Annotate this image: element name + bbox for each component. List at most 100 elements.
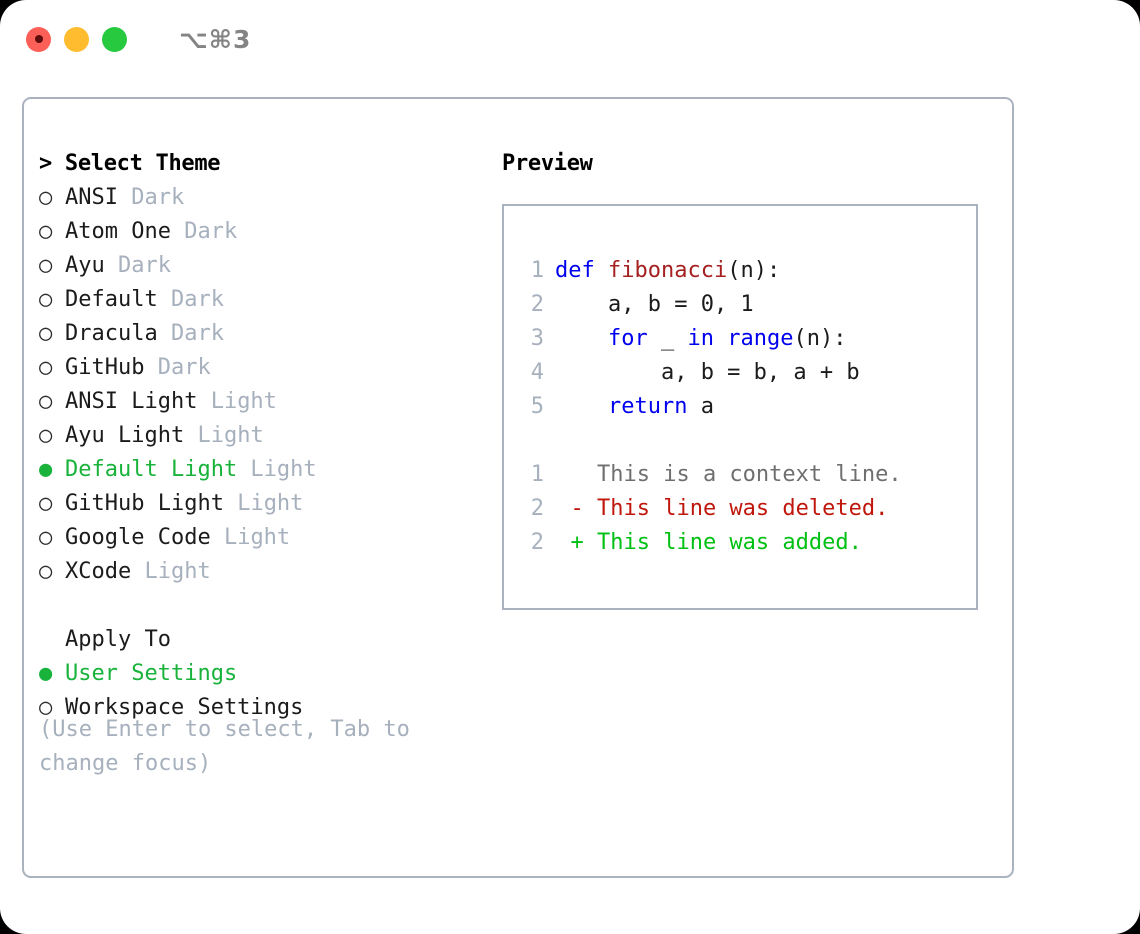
code-token: (n):	[727, 258, 781, 283]
radio-unselected-icon: ○	[39, 559, 53, 584]
theme-name: ANSI	[65, 185, 118, 210]
diff-text: + This line was added.	[544, 530, 862, 555]
line-number: 2	[530, 496, 544, 521]
hint-text: (Use Enter to select, Tab to change focu…	[39, 717, 410, 776]
line-number: 5	[530, 394, 544, 419]
theme-list-item[interactable]: ○ Google Code Light	[39, 521, 499, 555]
theme-category: Light	[237, 457, 317, 482]
radio-unselected-icon: ○	[39, 389, 53, 414]
apply-to-name: Workspace Settings	[65, 695, 304, 720]
code-token: _	[647, 326, 688, 351]
code-token	[555, 326, 608, 351]
line-number: 1	[530, 462, 544, 487]
code-token: a, b = 0, 1	[555, 292, 754, 317]
preview-header: Preview	[502, 151, 593, 176]
preview-section: Preview	[502, 147, 992, 181]
theme-name: Google Code	[65, 525, 211, 550]
radio-unselected-icon: ○	[39, 219, 53, 244]
theme-category: Dark	[104, 253, 171, 278]
line-number: 2	[530, 292, 544, 317]
theme-list-item[interactable]: ○ Default Dark	[39, 283, 499, 317]
theme-list-item[interactable]: ○ XCode Light	[39, 555, 499, 589]
theme-picker: > Select Theme ○ANSI Dark○Atom One Dark○…	[39, 147, 499, 725]
theme-list-item[interactable]: ● Default Light Light	[39, 453, 499, 487]
apply-to-name: User Settings	[65, 661, 238, 686]
keyboard-shortcut-label: ⌥⌘3	[179, 24, 252, 54]
theme-name: GitHub	[65, 355, 145, 380]
theme-list-item[interactable]: ○ GitHub Light Light	[39, 487, 499, 521]
theme-name: Default	[65, 287, 158, 312]
radio-unselected-icon: ○	[39, 355, 53, 380]
theme-category: Light	[210, 525, 291, 550]
theme-list-item[interactable]: ○Ayu Dark	[39, 249, 499, 283]
code-token: fibonacci	[608, 258, 728, 283]
theme-list-item[interactable]: ○ANSI Dark	[39, 181, 499, 215]
maximize-button[interactable]	[102, 26, 127, 52]
code-token: a	[687, 394, 714, 419]
code-token: a, b = b, a + b	[555, 360, 860, 385]
code-line: 1 def fibonacci(n):	[518, 254, 970, 288]
title-bar: ⌥⌘3	[0, 0, 1140, 78]
theme-category: Dark	[144, 355, 211, 380]
radio-selected-icon: ●	[39, 661, 53, 686]
theme-name: Default Light	[65, 457, 238, 482]
radio-unselected-icon: ○	[39, 525, 53, 550]
theme-category: Dark	[157, 321, 224, 346]
line-number: 1	[530, 258, 544, 283]
theme-category: Dark	[170, 219, 238, 244]
code-blank-line	[518, 424, 970, 458]
code-token: return	[607, 394, 688, 419]
radio-unselected-icon: ○	[39, 287, 53, 312]
theme-category: Light	[197, 389, 277, 414]
theme-category: Dark	[157, 287, 224, 312]
theme-name: Dracula	[65, 321, 158, 346]
radio-unselected-icon: ○	[39, 423, 53, 448]
theme-list-item[interactable]: ○ ANSI Light Light	[39, 385, 499, 419]
theme-list-item[interactable]: ○Dracula Dark	[39, 317, 499, 351]
code-token: for	[607, 326, 648, 351]
theme-list-item[interactable]: ○ GitHub Dark	[39, 351, 499, 385]
code-token	[595, 258, 608, 283]
code-line: 5 return a	[518, 390, 970, 424]
line-number: 3	[530, 326, 544, 351]
close-button[interactable]	[26, 26, 51, 52]
code-line: 4 a, b = b, a + b	[518, 356, 970, 390]
theme-list-item[interactable]: ○Ayu Light Light	[39, 419, 499, 453]
code-token: def	[555, 258, 595, 283]
line-number: 2	[530, 530, 544, 555]
radio-unselected-icon: ○	[39, 695, 53, 720]
line-number: 4	[530, 360, 544, 385]
select-theme-header: > Select Theme	[39, 151, 221, 176]
theme-name: XCode	[65, 559, 132, 584]
theme-name: GitHub Light	[65, 491, 224, 516]
minimize-button[interactable]	[64, 26, 89, 52]
traffic-lights	[26, 26, 127, 52]
radio-unselected-icon: ○	[39, 185, 53, 210]
apply-to-item[interactable]: ● User Settings	[39, 657, 499, 691]
theme-name: Atom One	[65, 219, 171, 244]
radio-unselected-icon: ○	[39, 491, 53, 516]
apply-to-list[interactable]: ● User Settings ○ Workspace Settings	[39, 657, 499, 725]
theme-list-item[interactable]: ○ Atom One Dark	[39, 215, 499, 249]
diff-line: 1 This is a context line.	[518, 458, 970, 492]
code-token	[555, 394, 608, 419]
theme-category: Light	[184, 423, 264, 448]
code-token: range	[727, 326, 794, 351]
code-token	[714, 326, 727, 351]
theme-category: Light	[223, 491, 304, 516]
code-token: in	[687, 326, 714, 351]
diff-text: This is a context line.	[544, 462, 902, 487]
code-line: 3 for _ in range(n):	[518, 322, 970, 356]
theme-name: ANSI Light	[65, 389, 198, 414]
code-token: (n):	[793, 326, 847, 351]
diff-line: 2 - This line was deleted.	[518, 492, 970, 526]
theme-list[interactable]: ○ANSI Dark○Atom One Dark○Ayu Dark○Defaul…	[39, 181, 499, 589]
apply-to-item[interactable]: ○ Workspace Settings	[39, 691, 499, 725]
theme-category: Light	[131, 559, 211, 584]
theme-name: Ayu	[65, 253, 105, 278]
radio-selected-icon: ●	[39, 457, 53, 482]
diff-text: - This line was deleted.	[544, 496, 889, 521]
diff-line: 2 + This line was added.	[518, 526, 970, 560]
